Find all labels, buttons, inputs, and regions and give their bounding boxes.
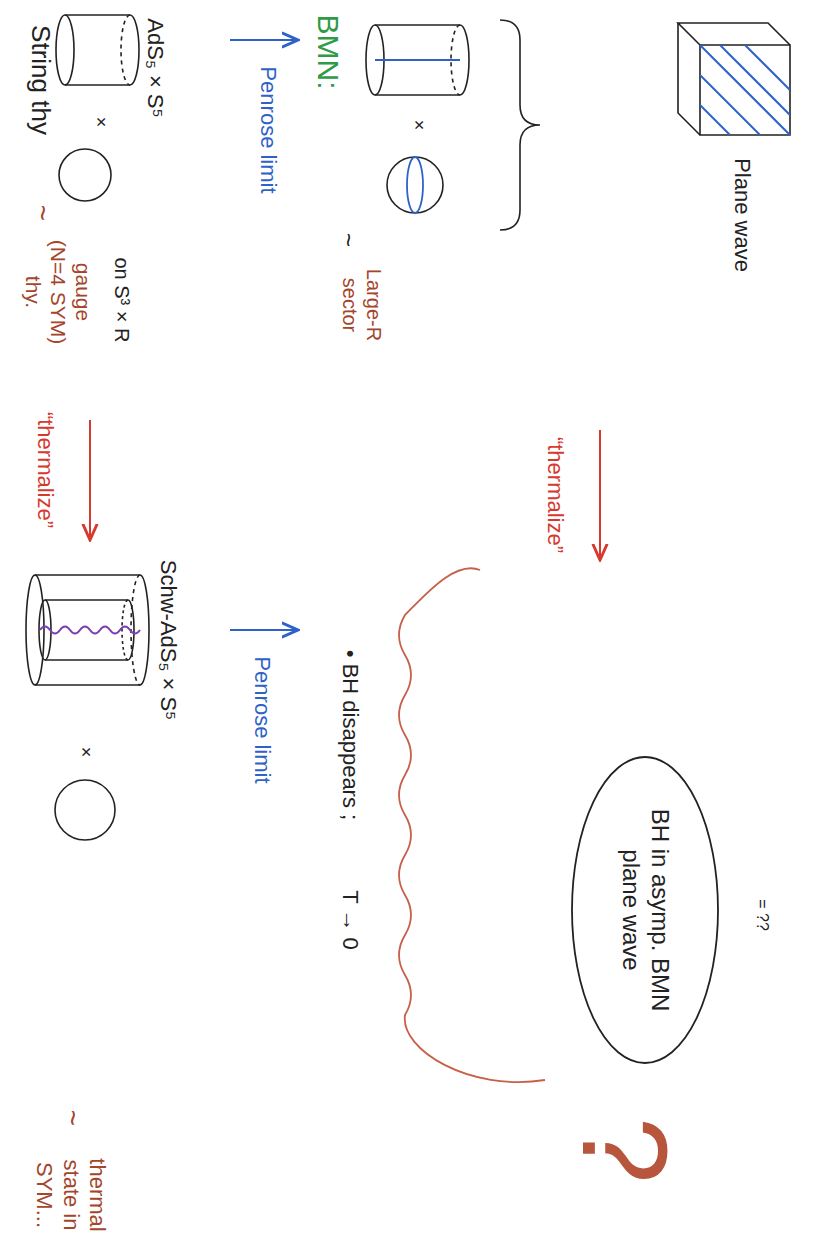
tilde-symbol: ~ (334, 233, 363, 247)
thermalize-arrow (89, 420, 91, 540)
hatching (700, 45, 790, 135)
question-mark: ? (553, 1117, 697, 1184)
separator-squiggle (399, 568, 545, 1082)
tilde-symbol: ~ (25, 205, 59, 221)
arrow-label: Penrose limit (249, 656, 275, 783)
thermalize-arrow (599, 430, 601, 560)
product-symbol: × (74, 747, 96, 758)
node-text: BH in asymp. BMN plane wave (616, 805, 674, 1015)
bmn-cylinder (366, 25, 469, 95)
node-text-group: BH in asymp. BMN plane wave (616, 805, 674, 1015)
section-label: BMN: (310, 15, 346, 90)
space-label: Schw-AdS₅ × S⁵ (155, 560, 181, 720)
note-text: • BH disappears ; (337, 650, 363, 820)
penrose-arrow (230, 39, 298, 41)
tilde-symbol: ~ (55, 1110, 89, 1126)
sphere (59, 149, 111, 201)
sphere (55, 780, 115, 840)
geodesic-line (375, 59, 460, 61)
ads-cylinder (56, 15, 139, 85)
arrow-label: Penrose limit (255, 66, 281, 193)
sphere (387, 157, 443, 213)
product-symbol: × (89, 117, 111, 128)
plane-wave-cube (678, 23, 790, 135)
arrow-label: “thermalize” (32, 412, 58, 528)
space-label: AdS₅ × S⁵ (142, 18, 168, 117)
note-text: T → 0 (337, 890, 363, 950)
heading-text: String thy (24, 25, 55, 135)
penrose-arrow (230, 629, 298, 631)
oval-node: BH in asymp. BMN plane wave (570, 755, 720, 1065)
sector-label: Large-R sector (338, 263, 386, 348)
schw-ads-cylinder (26, 575, 149, 685)
horizon-wavy-line (40, 627, 140, 634)
gauge-text: gauge (N=4 SYM) thy. (20, 238, 96, 346)
note-text: = ?? (752, 899, 771, 931)
space-label: Plane wave (729, 158, 755, 272)
oval-outline (572, 757, 718, 1063)
space-label: on S³ × R (110, 257, 134, 342)
sphere-equator (407, 157, 423, 213)
brace (500, 20, 540, 230)
product-symbol: × (407, 120, 429, 131)
thermal-text: thermal state in SYM... (30, 1145, 109, 1245)
arrow-label: “thermalize” (542, 437, 568, 553)
